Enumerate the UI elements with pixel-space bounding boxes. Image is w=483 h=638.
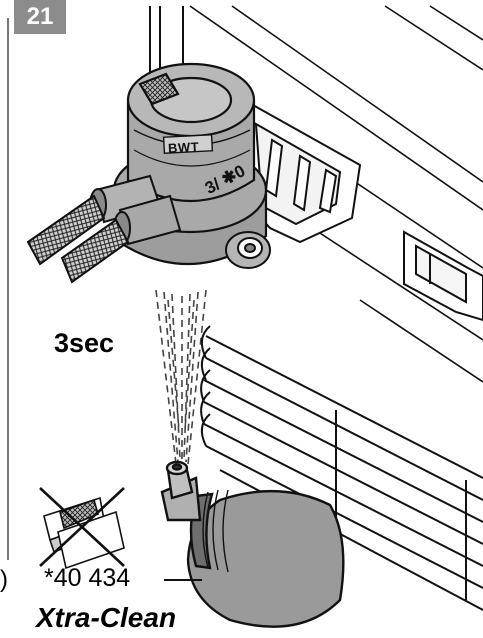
part-number: *40 434 bbox=[44, 564, 131, 592]
prohibited-item bbox=[43, 496, 125, 570]
brand-logo-text: BWT bbox=[167, 139, 200, 156]
duration-label: 3sec bbox=[54, 328, 115, 358]
appliance-panels bbox=[189, 5, 483, 383]
product-name: Xtra-Clean bbox=[36, 602, 177, 633]
water-spray bbox=[155, 289, 207, 465]
cleaning-bottle bbox=[160, 460, 345, 628]
wall-bracket bbox=[242, 98, 362, 244]
edge-glyph: ) bbox=[0, 566, 8, 593]
step-number-badge: 21 bbox=[14, 0, 66, 34]
bwt-logo-icon bbox=[162, 134, 214, 154]
lock-knob bbox=[225, 231, 271, 269]
braided-hoses bbox=[26, 194, 130, 284]
cross-out-icon bbox=[39, 487, 125, 567]
side-clip bbox=[403, 230, 483, 322]
